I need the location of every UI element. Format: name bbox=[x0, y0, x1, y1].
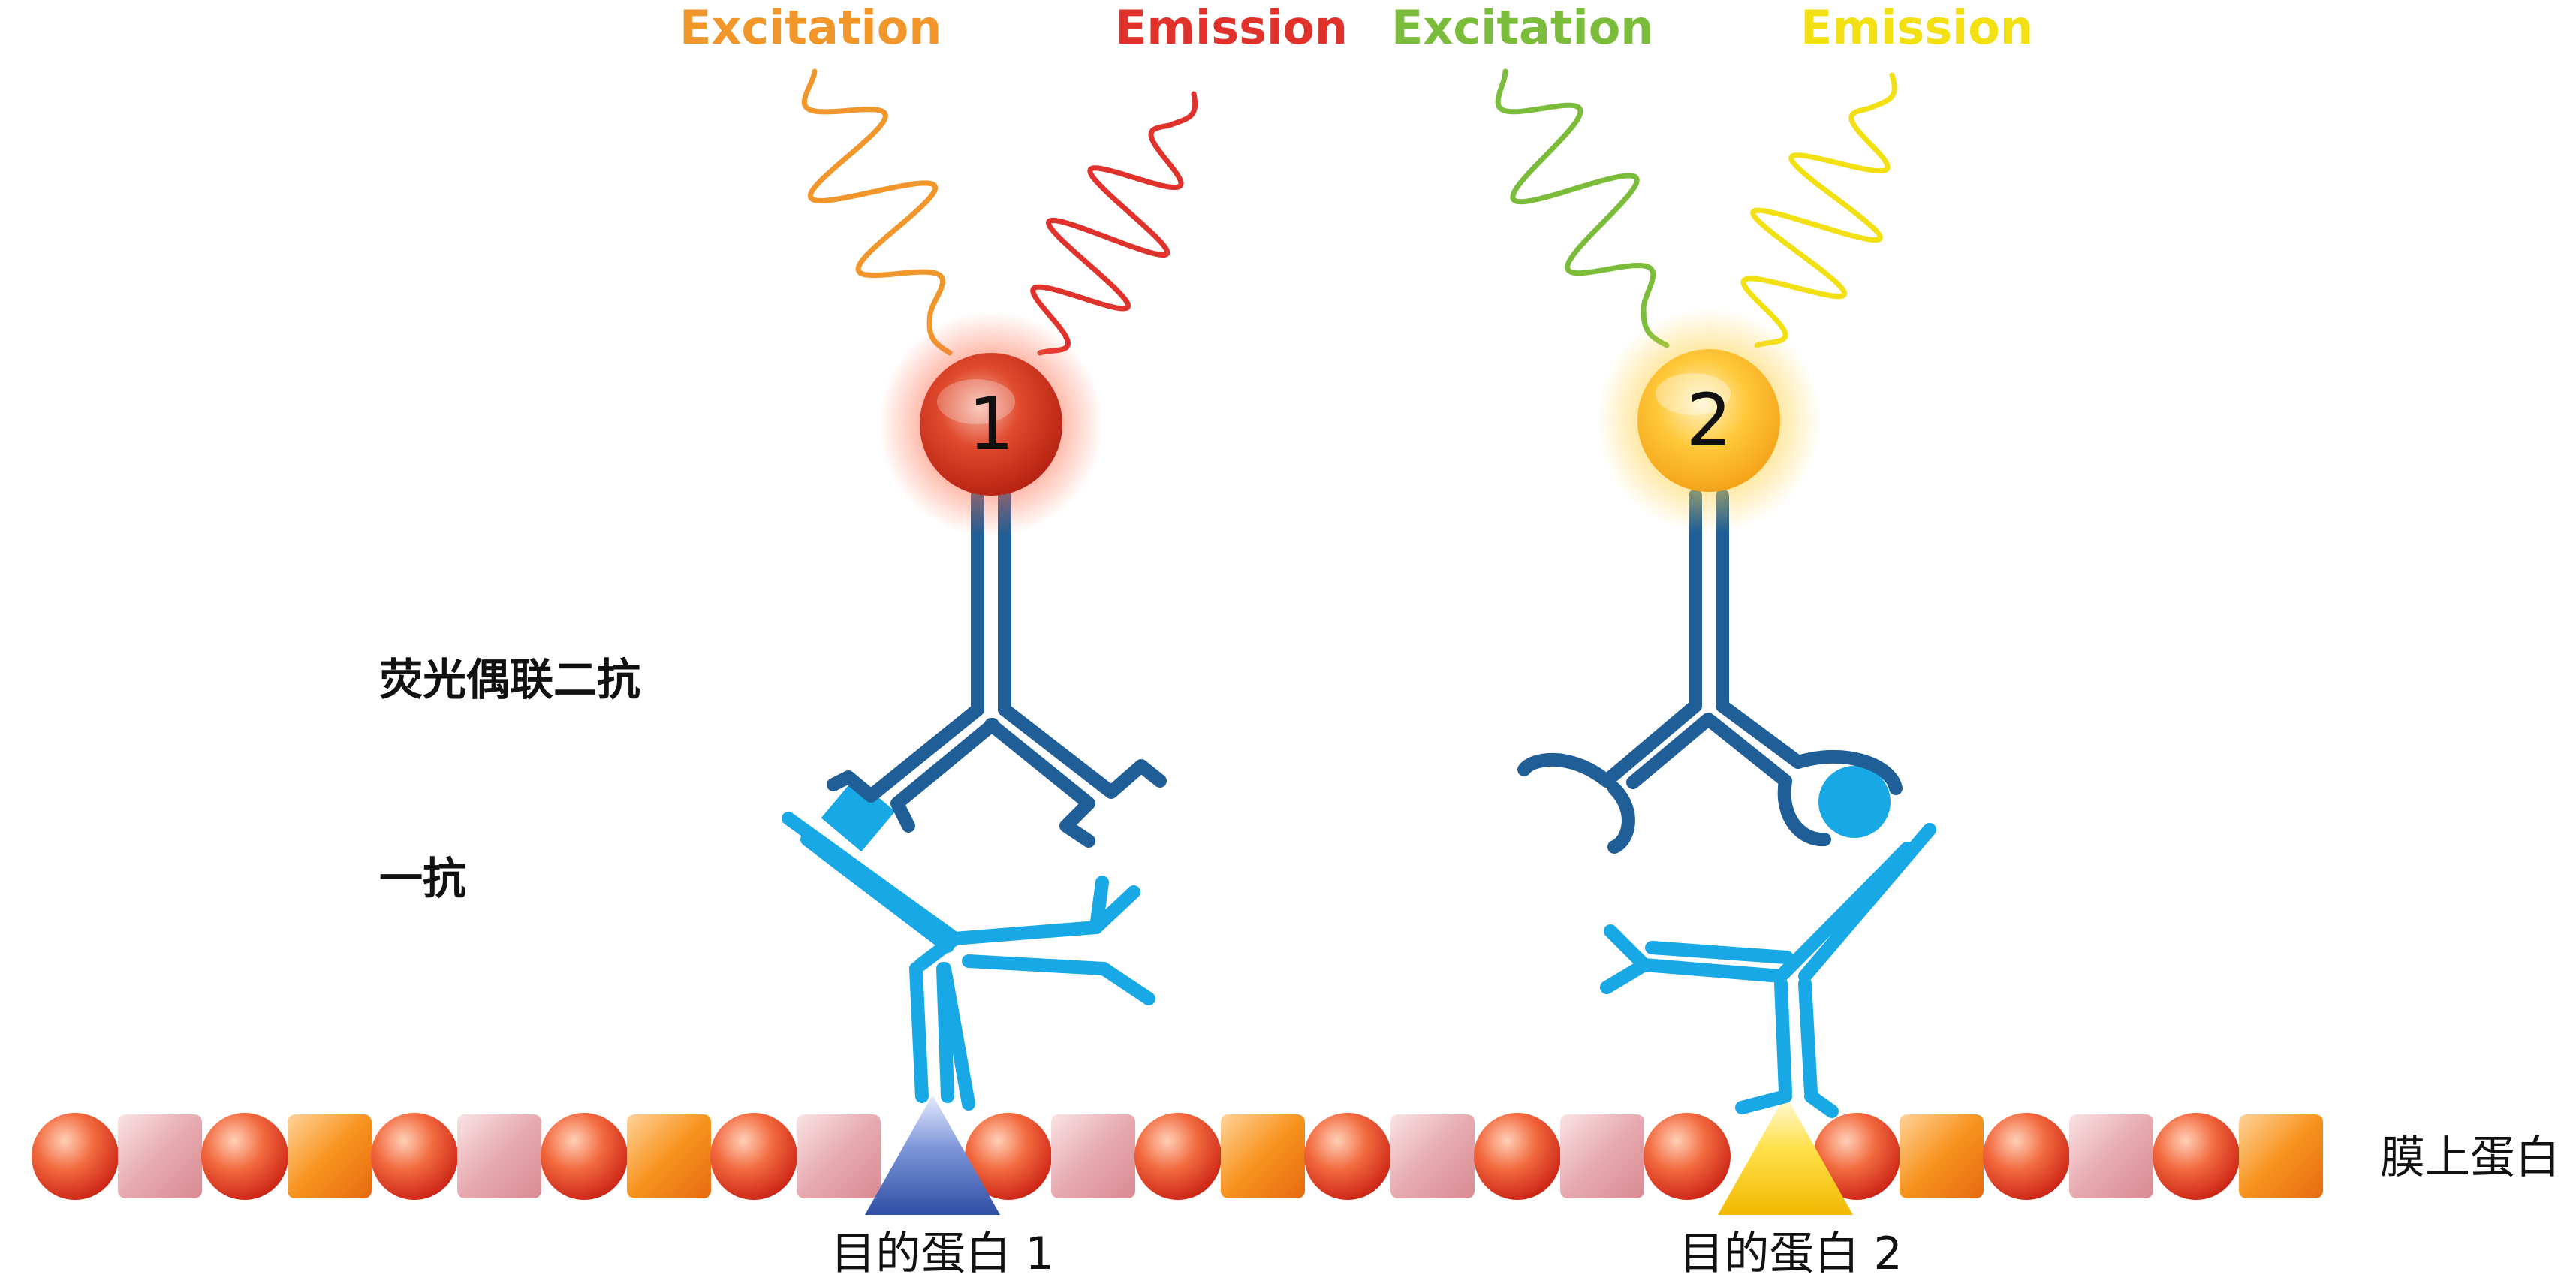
antibody-complex-1 bbox=[782, 489, 1167, 1111]
membrane-bead-pink-square bbox=[1560, 1114, 1644, 1198]
membrane-bead-pink-square bbox=[2069, 1114, 2153, 1198]
excitation-wave-2 bbox=[1495, 68, 1670, 348]
membrane-bead-sphere bbox=[965, 1113, 1052, 1200]
membrane-bead-sphere bbox=[1813, 1113, 1900, 1200]
target-protein-2-triangle bbox=[1718, 1095, 1853, 1215]
excitation-label-1: Excitation bbox=[679, 0, 942, 55]
membrane-protein-label: 膜上蛋白 bbox=[2380, 1132, 2560, 1184]
primary-antibody-1 bbox=[782, 812, 1155, 1111]
excitation-label-2: Excitation bbox=[1391, 0, 1653, 55]
fluorophore-1-number: 1 bbox=[968, 382, 1014, 466]
membrane-bead-sphere bbox=[1983, 1113, 2070, 1200]
membrane-bead-orange-square bbox=[288, 1114, 372, 1198]
secondary-antibody-label: 荧光偶联二抗 bbox=[379, 654, 640, 705]
membrane-bead-sphere bbox=[1644, 1113, 1731, 1200]
membrane-bead-pink-square bbox=[797, 1114, 881, 1198]
membrane-bead-sphere bbox=[371, 1113, 458, 1200]
membrane-bead-pink-square bbox=[1051, 1114, 1135, 1198]
emission-label-2: Emission bbox=[1800, 0, 2033, 55]
membrane-bead-sphere bbox=[1304, 1113, 1391, 1200]
membrane-bead-sphere bbox=[710, 1113, 797, 1200]
membrane-bead-sphere bbox=[541, 1113, 628, 1200]
primary-antibody-label: 一抗 bbox=[379, 853, 466, 904]
membrane-bead-sphere bbox=[1134, 1113, 1222, 1200]
primary-antibody-2-epitope bbox=[1818, 766, 1891, 838]
membrane-bead-orange-square bbox=[2239, 1114, 2323, 1198]
membrane-bead-sphere bbox=[32, 1113, 119, 1200]
excitation-wave-1 bbox=[801, 68, 953, 356]
membrane-bead-sphere bbox=[1474, 1113, 1561, 1200]
target-protein-1-label: 目的蛋白 1 bbox=[830, 1228, 1053, 1280]
membrane-bead-orange-square bbox=[1221, 1114, 1305, 1198]
membrane-bead-sphere bbox=[2153, 1113, 2240, 1200]
membrane-bead-pink-square bbox=[1390, 1114, 1475, 1198]
primary-antibody-2 bbox=[1600, 823, 1936, 1118]
membrane-bead-orange-square bbox=[627, 1114, 711, 1198]
target-protein-1-triangle bbox=[865, 1095, 1000, 1215]
fluorophore-1: 1 bbox=[878, 312, 1104, 537]
membrane-bead-sphere bbox=[201, 1113, 288, 1200]
emission-label-1: Emission bbox=[1115, 0, 1348, 55]
membrane-bead-pink-square bbox=[457, 1114, 541, 1198]
light-waves bbox=[801, 68, 1897, 356]
secondary-antibody-1 bbox=[827, 489, 1167, 848]
emission-wave-1 bbox=[1030, 91, 1198, 356]
membrane-bead-pink-square bbox=[118, 1114, 202, 1198]
antibody-complex-2 bbox=[1517, 489, 1936, 1118]
fluorophore-2-number: 2 bbox=[1686, 378, 1731, 463]
membrane-bead-orange-square bbox=[1900, 1114, 1984, 1198]
target-protein-2-label: 目的蛋白 2 bbox=[1679, 1228, 1902, 1280]
emission-wave-2 bbox=[1740, 72, 1897, 348]
fluorophore-2: 2 bbox=[1596, 308, 1821, 533]
membrane-protein-chain bbox=[32, 1113, 2323, 1200]
